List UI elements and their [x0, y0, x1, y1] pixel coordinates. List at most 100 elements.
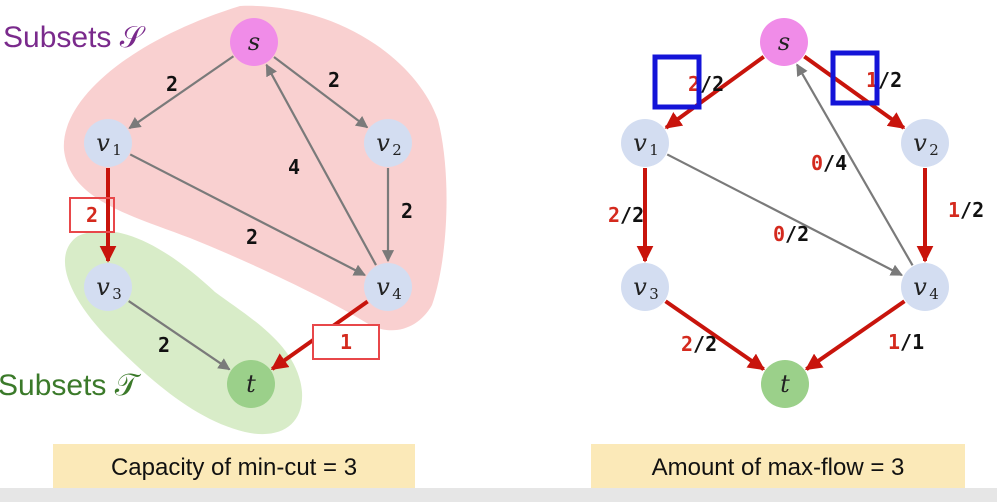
left-edge-s-v2: [273, 56, 369, 129]
node-t-circle: [761, 360, 809, 408]
node-t: t: [227, 360, 275, 408]
node-v2-subscript: 2: [392, 141, 402, 159]
node-v1-circle: [621, 119, 669, 167]
flow-value-v4-t: 1: [888, 330, 900, 354]
right-caption-box: [591, 444, 965, 488]
left-edge-label-v1-v4: 2: [246, 225, 258, 249]
left-edge-label-v1-v3: 2: [86, 203, 98, 227]
node-v4-subscript: 4: [392, 285, 402, 303]
right-edge-s-v2: [803, 54, 906, 130]
capacity-value-s-v2: /2: [878, 68, 902, 92]
flow-value-v4-s: 0: [811, 151, 823, 175]
left-edge-v1-v4: [129, 153, 366, 277]
right-edge-s-v1: [664, 55, 765, 130]
left-edge-label-v4-s: 4: [288, 155, 300, 179]
node-v2-label: v: [376, 129, 390, 157]
right-edge-label-v2-v4: 1/2: [948, 198, 984, 222]
node-v4-circle: [901, 263, 949, 311]
node-t-label: t: [780, 370, 790, 398]
node-v3-subscript: 3: [649, 285, 659, 303]
right-edge-label-v1-v4: 0/2: [773, 222, 809, 246]
left-edge-v4-s: [265, 63, 377, 266]
node-s: s: [230, 18, 278, 66]
node-v2-circle: [901, 119, 949, 167]
right-edge-v4-t: [804, 299, 906, 371]
right-edge-v4-s: [796, 63, 914, 266]
flow-value-v1-v3: 2: [608, 203, 620, 227]
subset-t-label: Subsets 𝒯: [0, 369, 142, 402]
node-v4-label: v: [376, 273, 390, 301]
left-edge-s-v1: [128, 55, 235, 130]
node-v1-subscript: 1: [112, 141, 122, 159]
min-cut-box-v4-t: [312, 324, 380, 360]
highlight-box-s-v1: [652, 54, 702, 110]
capacity-value-v1-v3: /2: [620, 203, 644, 227]
node-s-label: s: [248, 28, 260, 56]
bottom-strip: [0, 488, 997, 502]
node-v1-label: v: [633, 129, 647, 157]
capacity-value-v4-t: /1: [900, 330, 924, 354]
highlight-box-s-v2: [830, 50, 880, 106]
right-edge-label-s-v1: 2/2: [688, 72, 724, 96]
node-v3-circle: [84, 263, 132, 311]
node-v4-subscript: 4: [929, 285, 939, 303]
right-edge-label-v1-v3: 2/2: [608, 203, 644, 227]
node-s-circle: [760, 18, 808, 66]
left-caption-box: [53, 444, 415, 488]
right-edge-label-s-v2: 1/2: [866, 68, 902, 92]
node-s-circle: [230, 18, 278, 66]
subset-s-label: Subsets 𝒮: [3, 21, 146, 54]
node-v2-label: v: [913, 129, 927, 157]
subset-s-region: [63, 5, 447, 331]
left-edge-label-v4-t: 1: [340, 330, 352, 354]
left-caption: Capacity of min-cut = 3: [111, 454, 357, 481]
capacity-value-v4-s: /4: [823, 151, 847, 175]
left-edge-label-s-v1: 2: [166, 72, 178, 96]
left-edge-label-v3-t: 2: [158, 333, 170, 357]
node-v2-subscript: 2: [929, 141, 939, 159]
right-edge-label-v4-s: 0/4: [811, 151, 847, 175]
right-edge-label-v3-t: 2/2: [681, 332, 717, 356]
left-edge-v3-t: [128, 300, 231, 371]
left-edge-label-s-v2: 2: [328, 68, 340, 92]
capacity-value-s-v1: /2: [700, 72, 724, 96]
node-v1-label: v: [96, 129, 110, 157]
node-v3-label: v: [633, 273, 647, 301]
node-v4-label: v: [913, 273, 927, 301]
left-edge-label-v2-v4: 2: [401, 199, 413, 223]
right-edge-label-v4-t: 1/1: [888, 330, 924, 354]
flow-value-v2-v4: 1: [948, 198, 960, 222]
flow-value-v3-t: 2: [681, 332, 693, 356]
node-s: s: [760, 18, 808, 66]
min-cut-box-v1-v3: [69, 197, 115, 233]
right-caption: Amount of max-flow = 3: [652, 454, 905, 481]
node-s-label: s: [778, 28, 790, 56]
capacity-value-v3-t: /2: [693, 332, 717, 356]
capacity-value-v1-v4: /2: [785, 222, 809, 246]
node-v2-circle: [364, 119, 412, 167]
node-v1-circle: [84, 119, 132, 167]
capacity-value-v2-v4: /2: [960, 198, 984, 222]
node-v4-circle: [364, 263, 412, 311]
node-v3-subscript: 3: [112, 285, 122, 303]
node-v3-label: v: [96, 273, 110, 301]
flow-value-v1-v4: 0: [773, 222, 785, 246]
node-t-label: t: [246, 370, 256, 398]
right-edge-v3-t: [664, 299, 766, 371]
node-t: t: [761, 360, 809, 408]
node-t-circle: [227, 360, 275, 408]
node-v1-subscript: 1: [649, 141, 659, 159]
right-edge-v1-v4: [666, 153, 903, 277]
node-v3-circle: [621, 263, 669, 311]
